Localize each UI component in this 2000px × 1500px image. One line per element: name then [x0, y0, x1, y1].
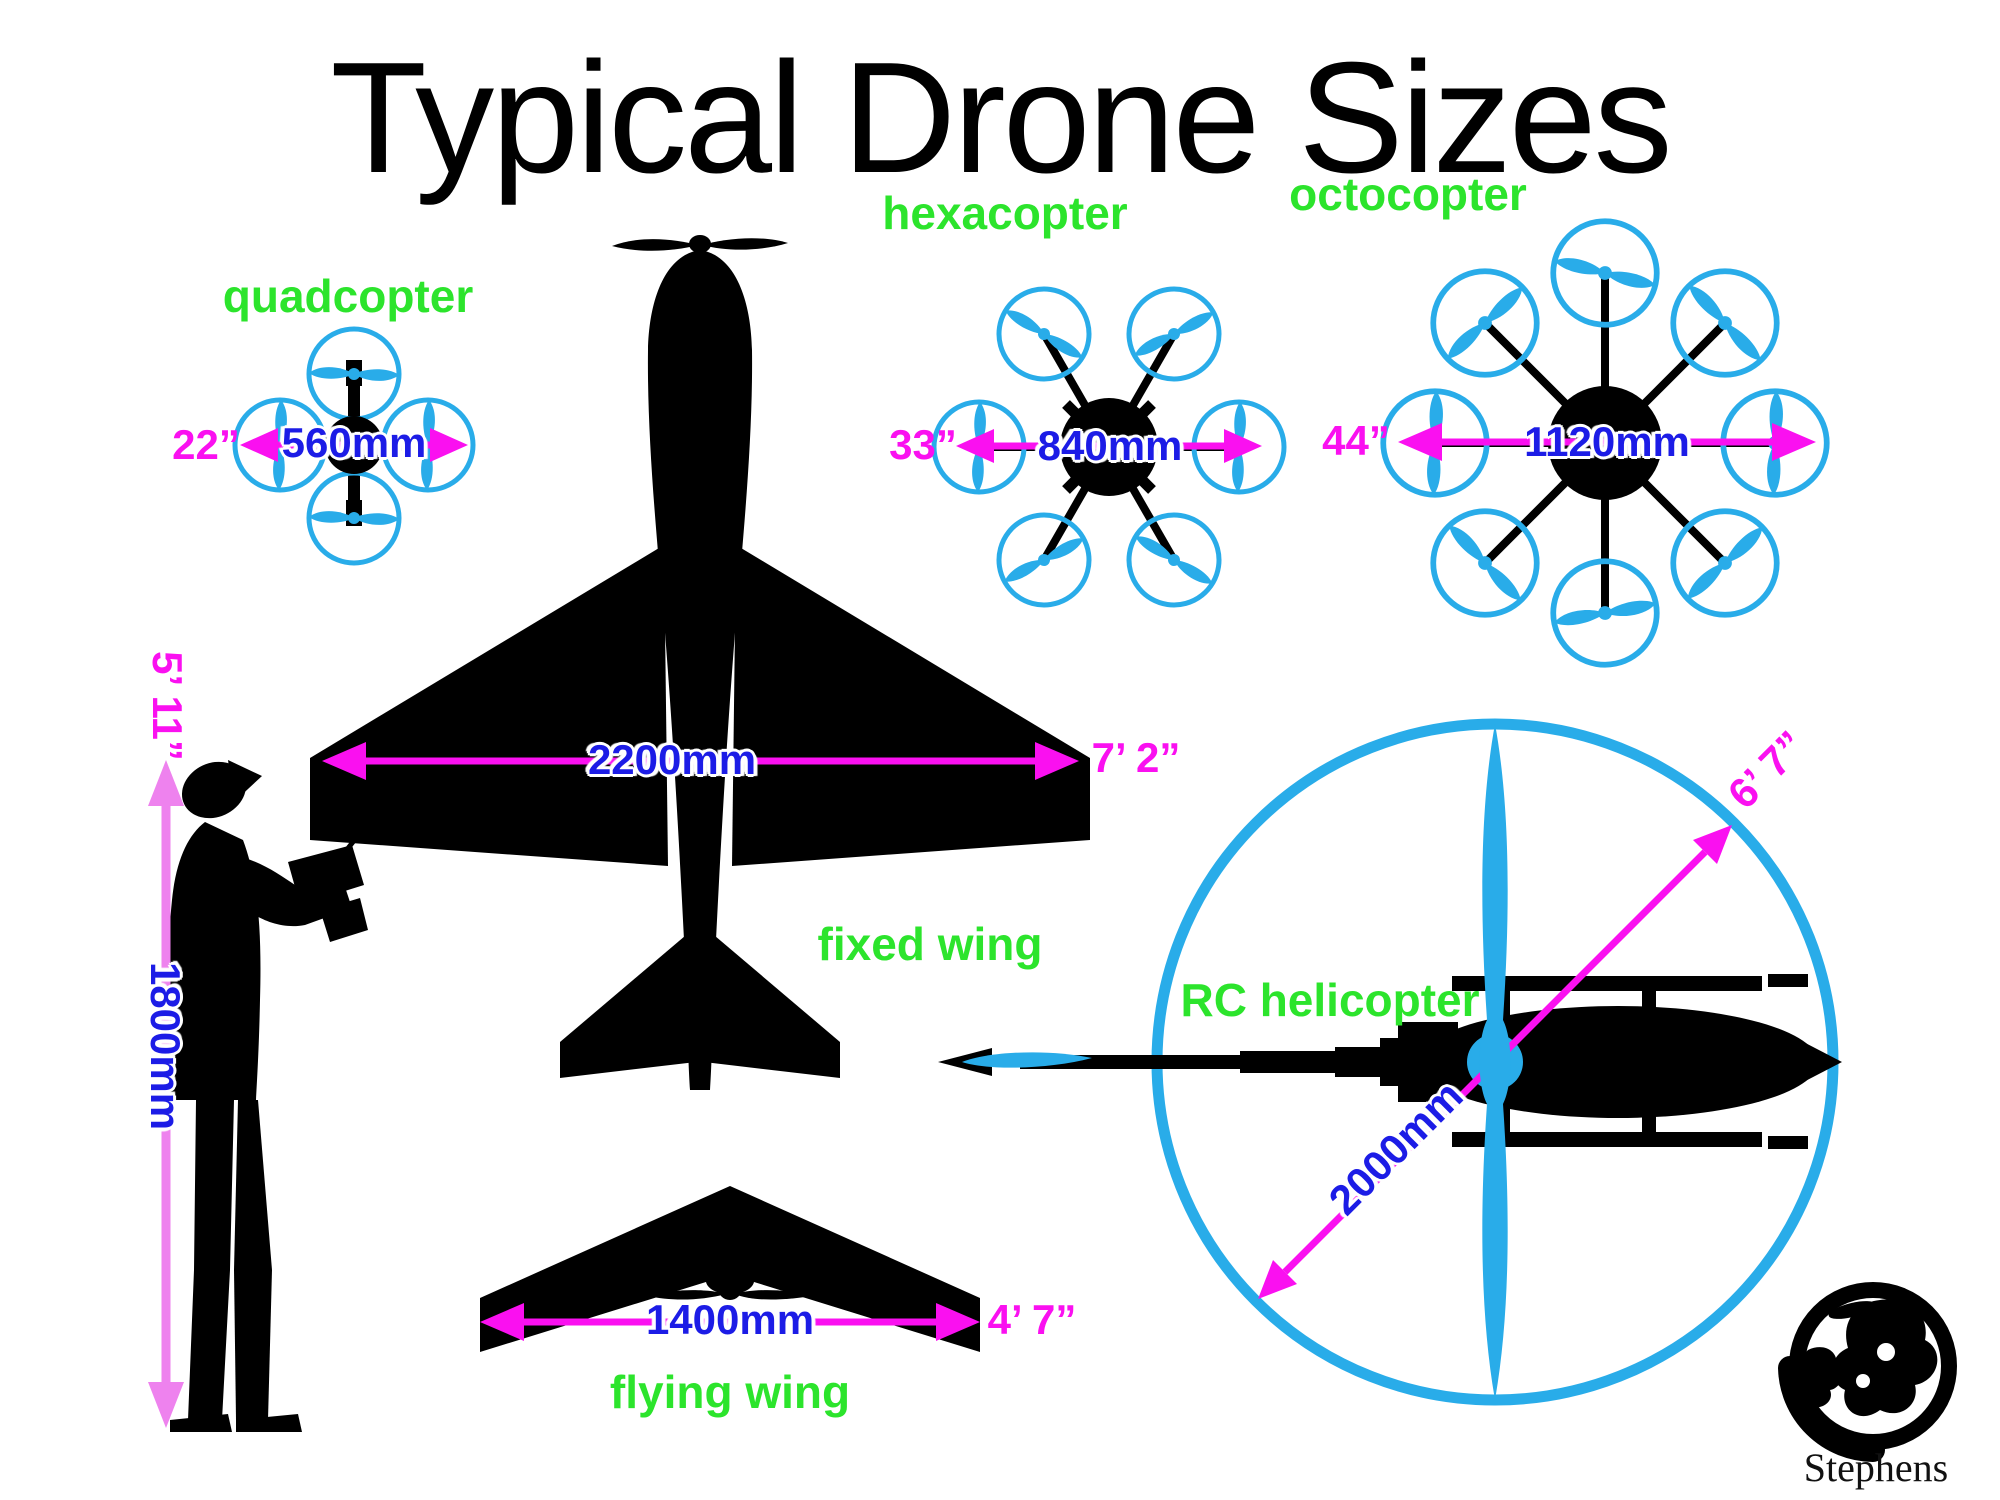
propeller-icon [983, 273, 1106, 396]
quadcopter-metric-size: 560mm [281, 419, 427, 466]
fixed-wing-left-tail [560, 930, 696, 1078]
hexacopter-imperial-size: 33” [889, 421, 957, 468]
octocopter-metric-size: 1120mm [1524, 418, 1690, 465]
propeller-icon [983, 499, 1106, 622]
fixed-wing-right-tail [704, 930, 840, 1078]
quadcopter-label: quadcopter [222, 270, 474, 322]
human-torso [163, 822, 261, 1100]
artist-credit: Stephens [1803, 1445, 1949, 1490]
propeller-icon [1113, 499, 1236, 622]
quadcopter-imperial-size: 22” [172, 421, 240, 468]
transmitter-antenna [343, 816, 374, 854]
human-arm [238, 856, 352, 927]
rc-helicopter-label: RC helicopter [1180, 974, 1480, 1026]
human-height-arrow [148, 760, 184, 1428]
quadcopter-figure [235, 329, 473, 563]
tail-rotor-blade [962, 1052, 1092, 1068]
fixed-wing-imperial-size: 7’ 2” [1091, 734, 1181, 781]
octocopter-label: octocopter [1289, 168, 1527, 220]
fixed-wing-label: fixed wing [817, 918, 1043, 970]
flying-wing-figure [480, 1186, 980, 1352]
rc-helicopter-figure [938, 718, 1842, 1406]
human-head [181, 761, 247, 819]
flying-wing-dimension-arrow [480, 1303, 980, 1341]
propeller-icon [1113, 273, 1236, 396]
hexacopter-figure [934, 273, 1284, 622]
helicopter-body [1418, 1006, 1818, 1118]
hexacopter-label: hexacopter [882, 187, 1128, 239]
quadcopter-dimension-arrow [240, 428, 468, 462]
fixed-wing-figure [310, 235, 1090, 1090]
fixed-wing-dimension-arrow [322, 742, 1079, 780]
fixed-wing-fuselage [647, 250, 753, 1090]
hexacopter-dimension-arrow [956, 429, 1262, 463]
flying-wing-label: flying wing [609, 1366, 851, 1418]
human-leg [234, 1100, 272, 1420]
human-figure [148, 760, 374, 1432]
main-rotor-blade [1479, 724, 1511, 1400]
stephens-logo [1778, 1282, 1957, 1462]
landing-skid [1452, 1132, 1762, 1147]
human-metric-height: 1800mm [142, 961, 189, 1131]
flying-wing-imperial-size: 4’ 7” [987, 1296, 1077, 1343]
page-title: Typical Drone Sizes [330, 30, 1672, 206]
fixed-wing-right-wing [732, 545, 1090, 866]
hexacopter-metric-size: 840mm [1037, 422, 1183, 469]
flying-wing-body [480, 1186, 980, 1352]
rc-transmitter [288, 845, 364, 905]
fixed-wing-metric-size: 2200mm [587, 736, 757, 783]
fixed-wing-left-wing [310, 545, 668, 866]
octocopter-dimension-arrow [1398, 423, 1816, 461]
human-imperial-height: 5’ 11” [144, 651, 191, 761]
octocopter-figure [1383, 212, 1827, 675]
human-leg [188, 1100, 234, 1420]
octocopter-imperial-size: 44” [1322, 417, 1390, 464]
flying-wing-metric-size: 1400mm [645, 1296, 815, 1343]
landing-skid [1452, 976, 1762, 991]
